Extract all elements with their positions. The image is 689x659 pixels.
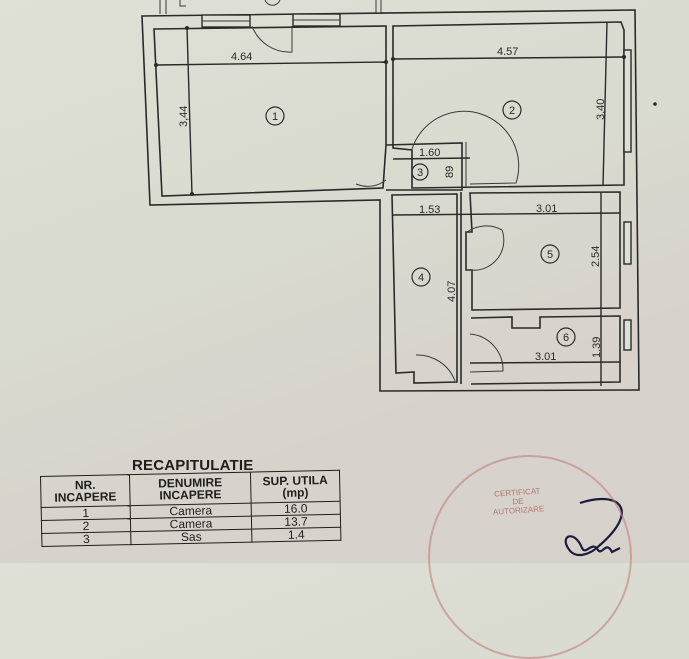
door-swing [415, 354, 456, 382]
dim-room1-width: 4.64 [231, 51, 252, 63]
window [623, 49, 632, 153]
header-nr: NR. INCAPERE [40, 474, 131, 508]
dim-room2-width: 4.57 [497, 46, 518, 58]
dim-room6-height: 1.39 [591, 337, 603, 358]
dim-room4-height: 4.07 [446, 281, 458, 302]
authorization-stamp [428, 455, 632, 659]
door-swing [355, 179, 387, 187]
dimension-line [392, 212, 621, 216]
room-6-boundary [470, 315, 621, 385]
header-area: SUP. UTILA (mp) [250, 470, 341, 504]
header-text: INCAPERE [159, 487, 222, 503]
window [623, 319, 632, 351]
room-marker-2: 2 [502, 100, 522, 120]
room-marker-1: 1 [265, 106, 285, 126]
room-marker-5: 5 [540, 244, 560, 264]
stamp-text: CERTIFICAT DE AUTORIZARE [477, 485, 559, 518]
dim-room3-height: 89 [444, 166, 456, 178]
dim-room2-height: 3,40 [595, 99, 607, 120]
room-3-boundary [385, 142, 463, 191]
dimension-line [155, 61, 387, 66]
header-text: INCAPERE [54, 489, 117, 505]
room-marker-3: 3 [411, 163, 429, 181]
cell-name: Sas [130, 529, 252, 545]
room-2-boundary [392, 21, 625, 189]
ink-dot [653, 102, 657, 106]
room-number: 4 [418, 272, 424, 284]
room-number: 5 [547, 249, 553, 261]
room-marker-4: 4 [411, 267, 431, 287]
window [623, 221, 632, 265]
wall-stub [179, 0, 186, 7]
dimension-line [186, 26, 193, 196]
cell-nr: 3 [41, 531, 131, 547]
room-4-boundary [391, 193, 458, 384]
door-swing [469, 333, 504, 373]
dimension-line [392, 56, 625, 60]
dim-room3-width: 1.60 [419, 147, 440, 159]
dim-room1-height: 3,44 [178, 106, 190, 127]
header-name: DENUMIRE INCAPERE [129, 472, 252, 506]
dim-room6-width: 3.01 [535, 351, 556, 363]
room-marker-6: 6 [556, 327, 576, 347]
door-arc-partial [264, 0, 281, 6]
door-swing [251, 25, 293, 53]
door-swing [466, 225, 505, 271]
dimension-line [602, 21, 608, 187]
rooms-table: NR. INCAPERE DENUMIRE INCAPERE SUP. UTIL… [40, 470, 341, 547]
door-swing [411, 110, 520, 185]
room-number: 3 [417, 167, 423, 179]
room-number: 6 [563, 332, 569, 344]
cell-area: 1.4 [251, 527, 341, 543]
dim-room5-height: 2.54 [590, 246, 602, 267]
dimension-line [392, 157, 471, 160]
dim-room5-width: 3.01 [536, 203, 557, 215]
room-number: 2 [509, 105, 515, 117]
floor-plan-drawing: 4.64 3,44 4.57 3,40 1.60 89 1.53 4.07 3.… [141, 0, 657, 557]
outer-wall [141, 9, 640, 392]
dim-room4-width: 1.53 [419, 204, 440, 216]
dimension-line [469, 361, 621, 364]
summary-title: RECAPITULATIE [132, 457, 254, 474]
room-1-boundary [153, 25, 387, 197]
room-number: 1 [272, 111, 278, 123]
